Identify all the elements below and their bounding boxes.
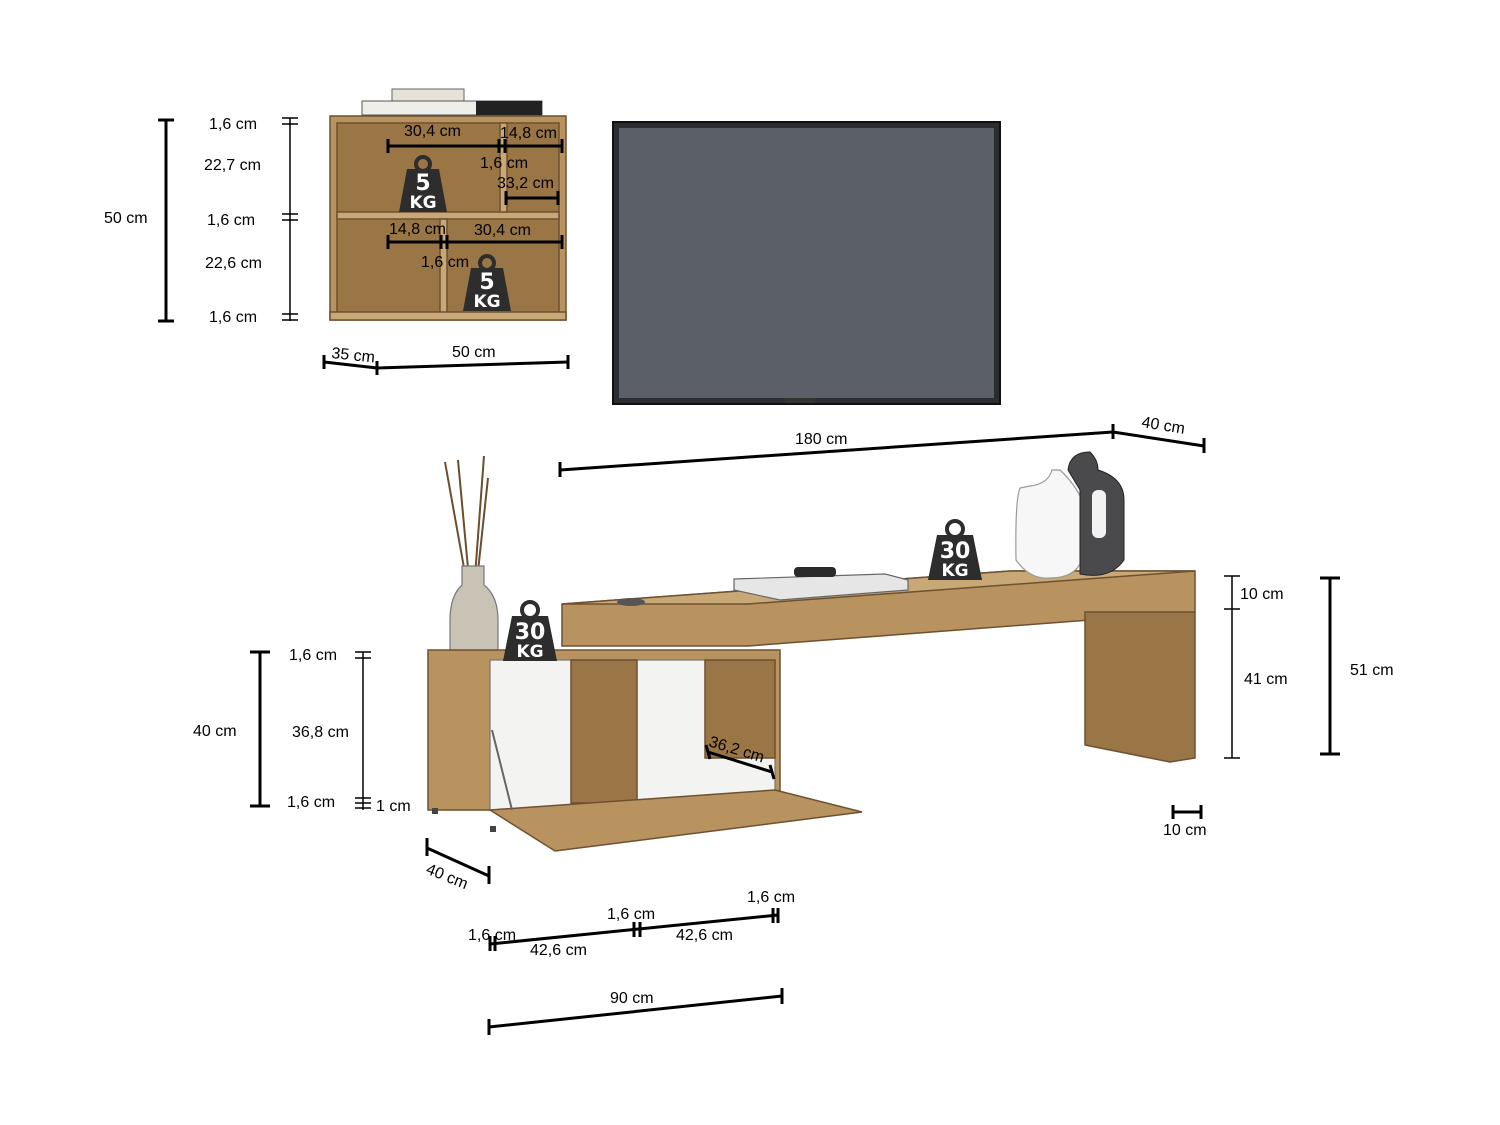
- cabinet-middle-divider-label: 1,6 cm: [607, 906, 655, 923]
- weight-value: 5: [479, 270, 494, 295]
- tv-bench-total-height-label: 51 cm: [1350, 662, 1394, 679]
- weight-unit: KG: [941, 561, 968, 581]
- cabinet-side-right-label: 1,6 cm: [747, 889, 795, 906]
- weight-value: 5: [415, 171, 430, 196]
- weight-icon: 5 KG: [463, 254, 511, 312]
- wall-shelf-depth-label: 35 cm: [331, 345, 376, 366]
- wall-shelf-total-height-label: 50 cm: [104, 210, 148, 227]
- wall-shelf-lower-left-width-label: 14,8 cm: [389, 221, 446, 238]
- tv-bench-top-dims: [558, 424, 1206, 477]
- tv-bench-depth-label: 40 cm: [1140, 414, 1186, 438]
- wall-shelf-height-dims: [158, 117, 298, 323]
- tv-bench-top-thickness-label: 10 cm: [1240, 586, 1284, 603]
- wall-shelf-base-dims: [322, 355, 570, 375]
- cabinet-height-dims: [250, 650, 371, 810]
- cabinet-foot-height-label: 1 cm: [376, 798, 411, 815]
- cabinet-width-label: 90 cm: [610, 990, 654, 1007]
- tv-bench-length-label: 180 cm: [795, 431, 847, 448]
- weight-icon: 30 KG: [928, 519, 982, 581]
- weight-unit: KG: [409, 193, 436, 213]
- cabinet-bottom-thickness-label: 1,6 cm: [287, 794, 335, 811]
- wall-shelf-upper-right-depth-label: 33,2 cm: [497, 175, 554, 192]
- cabinet-width-dim: [487, 988, 784, 1035]
- tv-bench-height-dims: [1171, 575, 1340, 819]
- weight-icon: 5 KG: [399, 155, 447, 213]
- cabinet-top-thickness-label: 1,6 cm: [289, 647, 337, 664]
- tv-bench-illustration: [427, 451, 1196, 852]
- wall-shelf-inner-dims: [386, 139, 564, 249]
- wall-shelf-lower-height-label: 22,6 cm: [205, 255, 262, 272]
- wall-shelf-lower-divider-label: 1,6 cm: [421, 254, 469, 271]
- cabinet-total-height-label: 40 cm: [193, 723, 237, 740]
- cabinet-compartment-right-label: 42,6 cm: [676, 927, 733, 944]
- wall-shelf-upper-divider-label: 1,6 cm: [480, 155, 528, 172]
- wall-shelf-top-thickness-label: 1,6 cm: [209, 116, 257, 133]
- weight-unit: KG: [516, 642, 543, 662]
- cabinet-width-breakdown-dims: [488, 908, 780, 951]
- wall-shelf-upper-height-label: 22,7 cm: [204, 157, 261, 174]
- wall-shelf-upper-left-width-label: 30,4 cm: [404, 123, 461, 140]
- weight-value: 30: [515, 620, 546, 645]
- tv-bench-leg-height-label: 41 cm: [1244, 671, 1288, 688]
- cabinet-inner-depth-dim: [704, 744, 776, 780]
- wall-shelf-upper-right-width-label: 14,8 cm: [500, 125, 557, 142]
- cabinet-depth-dim: [425, 838, 491, 884]
- wall-shelf-lower-right-width-label: 30,4 cm: [474, 222, 531, 239]
- weight-unit: KG: [473, 292, 500, 312]
- tv-illustration: [612, 121, 1001, 405]
- wall-shelf-mid-thickness-label: 1,6 cm: [207, 212, 255, 229]
- weight-value: 30: [940, 539, 971, 564]
- wall-shelf-illustration: [329, 88, 567, 321]
- cabinet-compartment-left-label: 42,6 cm: [530, 942, 587, 959]
- cabinet-side-left-label: 1,6 cm: [468, 927, 516, 944]
- wall-shelf-bottom-thickness-label: 1,6 cm: [209, 309, 257, 326]
- cabinet-inner-height-label: 36,8 cm: [292, 724, 349, 741]
- weight-icon: 30 KG: [503, 600, 557, 662]
- tv-bench-leg-thickness-label: 10 cm: [1163, 822, 1207, 839]
- wall-shelf-width-label: 50 cm: [452, 344, 496, 361]
